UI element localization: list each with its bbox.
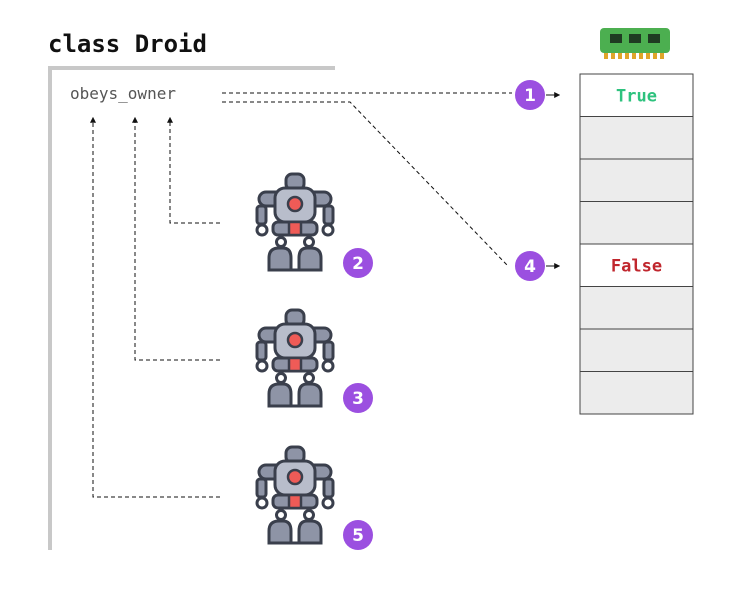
memory-cell-filled <box>579 73 694 117</box>
step-badge-number: 3 <box>352 389 364 409</box>
step-badges: 1 4 2 3 5 <box>343 80 545 550</box>
attribute-name: obeys_owner <box>70 84 176 103</box>
memory-cell <box>579 328 694 372</box>
class-frame <box>48 66 335 550</box>
robot-reference-arrows <box>90 116 220 498</box>
step-badge-number: 2 <box>352 254 364 274</box>
memory-value: True <box>616 86 657 106</box>
memory-cell <box>579 158 694 202</box>
step-badge-number: 4 <box>524 257 536 277</box>
memory-value: False <box>611 256 662 276</box>
step-badge-number: 5 <box>352 526 364 546</box>
arrow-to-false <box>222 101 508 266</box>
memory-cell <box>579 201 694 245</box>
robot-icon <box>255 445 335 545</box>
step-badge <box>343 383 373 413</box>
memory-cell-filled <box>579 243 694 287</box>
step-badge <box>343 520 373 550</box>
class-title: class Droid <box>48 30 207 58</box>
ram-chip-icon <box>600 28 670 59</box>
robot-icon <box>255 308 335 408</box>
step-badge-number: 1 <box>524 86 536 106</box>
memory-cell <box>579 116 694 160</box>
step-badge <box>343 248 373 278</box>
step-badge <box>515 251 545 281</box>
step-badge <box>515 80 545 110</box>
memory-cell <box>579 371 694 415</box>
pointer-arrows <box>222 92 561 269</box>
memory-cell <box>579 286 694 330</box>
robot-icon <box>255 172 335 272</box>
